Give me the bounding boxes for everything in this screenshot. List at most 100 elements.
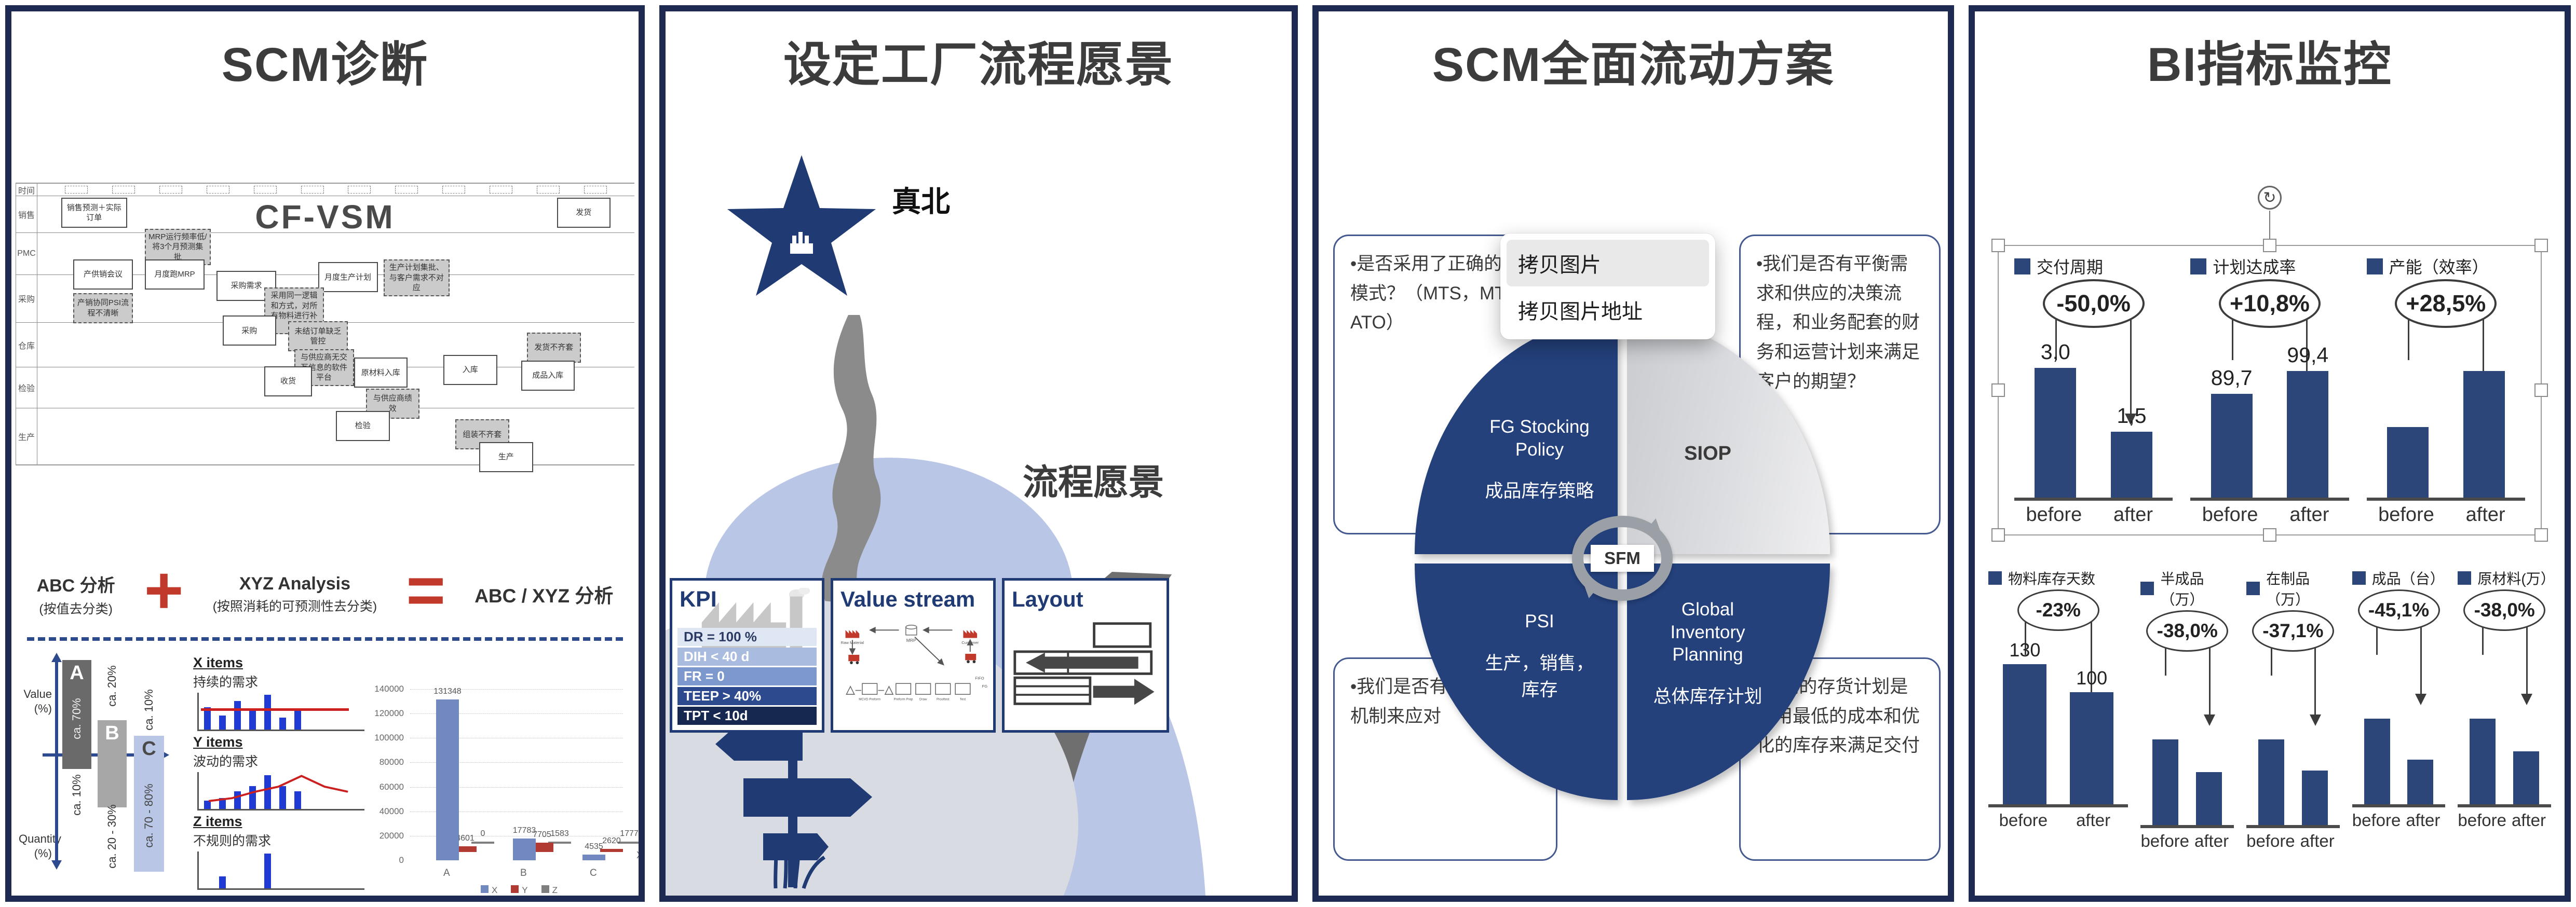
gridline: [410, 762, 623, 763]
selection-handle[interactable]: [2534, 239, 2548, 252]
abc-bar-letter: C: [142, 738, 156, 760]
abc-bottom-label: ca. 70 - 80%: [142, 784, 155, 848]
bar3d-value: 4601: [456, 834, 474, 843]
context-menu: 拷贝图片 拷贝图片地址: [1500, 233, 1715, 339]
bar: [2364, 718, 2390, 804]
axis-label: before: [2352, 810, 2401, 830]
winding-road: [821, 315, 881, 620]
vsm-process-box: 采购需求: [216, 270, 276, 301]
chart-legend: 半成品（万）: [2140, 568, 2234, 609]
bars-area: [2140, 660, 2234, 828]
equals-icon: =: [406, 552, 446, 628]
legend-swatch-icon: [2246, 582, 2260, 595]
axis-label: after: [2465, 504, 2505, 526]
selection-handle[interactable]: [2534, 383, 2548, 397]
abc-top-label: ca. 20%: [105, 665, 118, 707]
bar: [2152, 739, 2179, 825]
bar-slot: 99,4: [2270, 333, 2346, 498]
vsm-time-tick: [253, 186, 277, 194]
process-label: Draw: [919, 698, 927, 702]
panel-title: 设定工厂流程愿景: [783, 38, 1174, 91]
bar-slot: 1,5: [2094, 333, 2170, 498]
abc-bar-A: A: [62, 660, 91, 769]
vsm-process-box: 月度生产计划: [318, 262, 378, 293]
change-badge: +10,8%: [2218, 279, 2321, 328]
fg-label: FG: [982, 684, 988, 689]
axis-label: after: [2076, 810, 2111, 830]
chart-legend: 原材料(万）: [2458, 568, 2555, 588]
mini-bar: [219, 876, 226, 888]
menu-item-copy-image-address[interactable]: 拷贝图片地址: [1518, 300, 1643, 323]
y-tick-label: 40000: [379, 806, 404, 816]
mini-subtitle: 持续的需求: [193, 675, 259, 690]
selection-handle[interactable]: [2263, 239, 2276, 252]
bar-slot: [2504, 639, 2548, 804]
xyz-subtitle: (按照消耗的可预测性去分类): [212, 599, 377, 614]
bar: [2513, 751, 2540, 804]
abc-bottom-label: ca. 20 - 30%: [105, 804, 118, 869]
vsm-process-box: 生产: [479, 442, 533, 472]
bar-slot: [2293, 660, 2337, 825]
bar3d-value: 17783: [512, 826, 536, 835]
bar: [2111, 432, 2152, 498]
process-label: Preform Prep: [894, 698, 913, 702]
abc-xyz-result-label: ABC / XYZ 分析: [474, 585, 614, 607]
axis-label: before: [2246, 831, 2295, 850]
true-north-label: 真北: [892, 185, 950, 218]
legend-label: 物料库存天数: [2008, 571, 2096, 587]
vsm-time-tick: [301, 186, 324, 194]
menu-item-copy-image[interactable]: 拷贝图片: [1507, 240, 1709, 286]
kpi-metric: TPT < 10d: [677, 707, 817, 725]
vsm-process-box: 入库: [443, 355, 497, 385]
connector-arrow: [2125, 317, 2137, 425]
bar-value: 99,4: [2287, 342, 2329, 367]
y-tick-label: 20000: [379, 830, 404, 841]
change-badge: +28,5%: [2395, 279, 2497, 328]
selection-handle[interactable]: [1991, 383, 2005, 397]
legend-label: 交付周期: [2037, 258, 2104, 277]
quadrant-global-inventory: Global Inventory Planning 总体库存计划: [1627, 564, 1830, 800]
chart-body: +28,5%: [2366, 279, 2525, 501]
legend-swatch-icon: [2190, 258, 2207, 274]
mini-bar: [204, 707, 211, 730]
axis-label: before: [2026, 504, 2082, 526]
layout-box: Layout: [1002, 578, 1169, 733]
selected-chart-object[interactable]: 交付周期-50,0%3,01,5beforeafter计划达成率+10,8%89…: [1991, 186, 2548, 542]
panel-title: BI指标监控: [2147, 38, 2392, 91]
selection-handle[interactable]: [2263, 528, 2276, 542]
quadrant-cn-label: 生产，销售，库存: [1485, 653, 1594, 700]
bars-area: [2246, 660, 2340, 828]
bar3d-value: 4535: [585, 842, 603, 851]
abc-xyz-header: ABC 分析 (按值去分类) + XYZ Analysis (按照消耗的可预测性…: [11, 555, 639, 633]
chart-legend: 交付周期: [2014, 254, 2173, 278]
chart-legend: 物料库存天数: [1988, 568, 2128, 588]
rotation-handle-icon[interactable]: [2258, 186, 2282, 210]
vsm-process-box: 检验: [336, 411, 390, 442]
bar: [2035, 367, 2077, 498]
selection-handle[interactable]: [1991, 528, 2005, 542]
vsm-lane: 时间: [16, 184, 634, 197]
vertical-axis: [51, 653, 62, 870]
bar: [2387, 427, 2429, 498]
process-label: Test: [960, 698, 966, 702]
selection-handle[interactable]: [1991, 239, 2005, 252]
change-badge: -38,0%: [2146, 610, 2229, 652]
selection-handle[interactable]: [2534, 528, 2548, 542]
abc-bar-letter: B: [105, 722, 119, 744]
bar-slot: 3,0: [2017, 333, 2094, 498]
vsm-issue-box: 发货不齐套: [527, 332, 581, 363]
legend-label: 在制品（万）: [2266, 571, 2310, 608]
connector-line: [2165, 642, 2167, 676]
axis-label: before: [2202, 504, 2258, 526]
